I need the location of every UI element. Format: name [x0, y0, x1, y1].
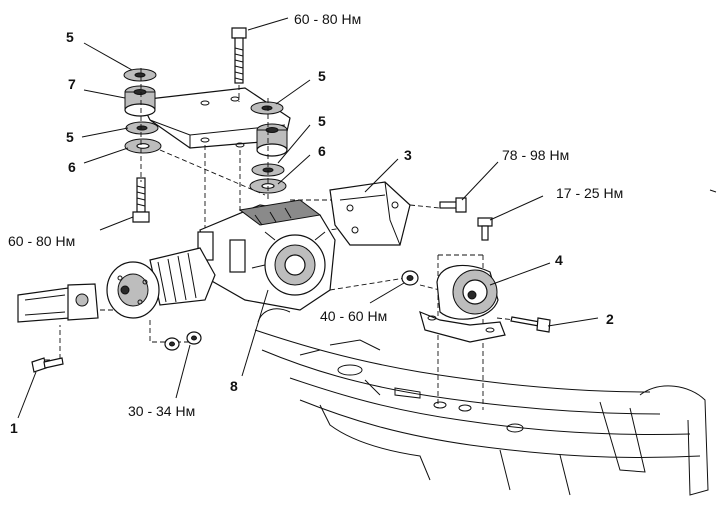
left-bolt — [132, 177, 150, 223]
small-bolt — [477, 217, 493, 241]
callout-7: 7 — [68, 76, 76, 92]
mount-nut — [401, 270, 419, 286]
callout-labels: 5 7 5 6 5 5 6 3 4 2 8 1 — [10, 29, 614, 436]
callout-2: 2 — [606, 311, 614, 327]
callout-5-mid-right: 5 — [318, 113, 326, 129]
torque-top-bolt: 60 - 80 Нм — [294, 11, 361, 27]
torque-small-bolt: 17 - 25 Нм — [556, 185, 623, 201]
shaft-bolt — [31, 357, 64, 373]
torque-mount-nut: 40 - 60 Нм — [320, 308, 387, 324]
pinion-housing — [106, 247, 216, 319]
top-bolt — [231, 27, 247, 84]
torque-bracket-bolt: 78 - 98 Нм — [502, 147, 569, 163]
washer-5-top-right — [250, 101, 284, 115]
flange-nuts — [164, 331, 202, 351]
washer-5-mid-left — [125, 121, 159, 135]
callout-3: 3 — [404, 147, 412, 163]
callout-1: 1 — [10, 420, 18, 436]
callout-4: 4 — [555, 252, 563, 268]
propeller-shaft — [17, 283, 99, 323]
mount-bolt — [510, 316, 551, 333]
callout-6-right: 6 — [318, 143, 326, 159]
washer-6-left — [124, 138, 162, 154]
callout-5-top-right: 5 — [318, 68, 326, 84]
edge-mark — [709, 189, 717, 193]
callout-5-mid-left: 5 — [66, 129, 74, 145]
upper-crossmember — [124, 85, 291, 157]
bracket-bolt — [439, 197, 467, 213]
torque-left-bolt: 60 - 80 Нм — [8, 233, 75, 249]
callout-6-left: 6 — [68, 159, 76, 175]
washer-5-top-left — [123, 68, 157, 82]
torque-labels: 60 - 80 Нм 60 - 80 Нм 78 - 98 Нм 17 - 25… — [8, 11, 623, 419]
leader-lines — [17, 17, 599, 419]
vehicle-frame — [254, 308, 709, 496]
callout-5-top-left: 5 — [66, 29, 74, 45]
torque-flange-nuts: 30 - 34 Нм — [128, 403, 195, 419]
bracket — [329, 181, 411, 246]
callout-8: 8 — [230, 378, 238, 394]
rear-mount — [419, 264, 506, 343]
differential-housing — [197, 199, 336, 311]
